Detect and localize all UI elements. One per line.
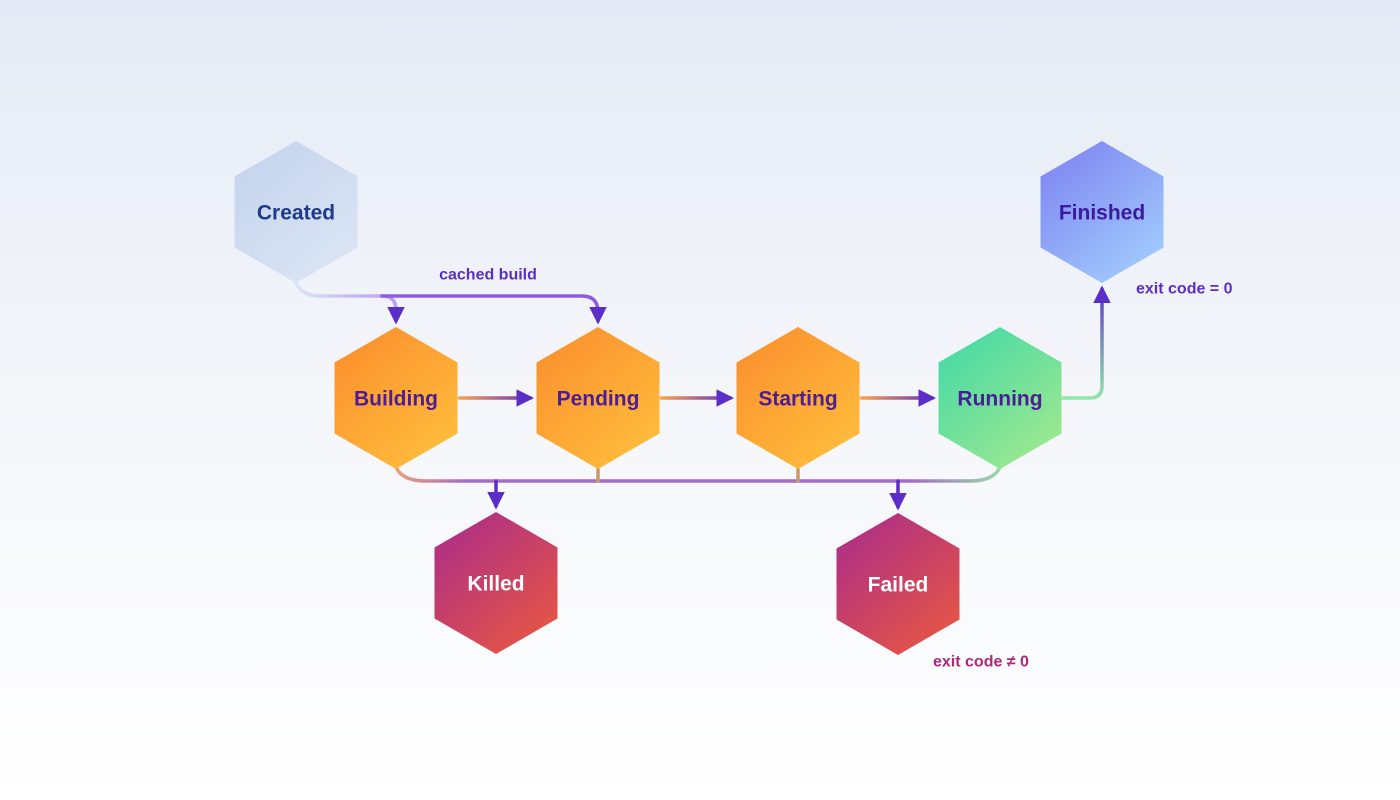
state-node-running: Running xyxy=(938,327,1062,469)
hexagon-shape xyxy=(836,513,960,655)
hexagon-shape xyxy=(736,327,860,469)
node-label-starting: Starting xyxy=(758,388,837,411)
node-label-building: Building xyxy=(354,388,438,411)
state-node-pending: Pending xyxy=(536,327,660,469)
hexagon-shape xyxy=(536,327,660,469)
hexagon-shape xyxy=(334,327,458,469)
fail-bus xyxy=(394,465,1002,483)
node-label-running: Running xyxy=(957,388,1042,411)
state-node-finished: Finished xyxy=(1040,141,1164,283)
state-node-created: Created xyxy=(234,141,358,283)
edge-label-exit-fail: exit code ≠ 0 xyxy=(933,654,1029,671)
node-label-pending: Pending xyxy=(557,388,640,411)
hexagon-shape xyxy=(938,327,1062,469)
state-node-failed: Failed xyxy=(836,513,960,655)
node-label-failed: Failed xyxy=(868,574,929,597)
edge-created-to-pending-cached xyxy=(380,294,607,325)
hexagon-shape xyxy=(434,512,558,654)
hexagon-shape xyxy=(234,141,358,283)
edge-created-to-building xyxy=(294,281,405,325)
edges-layer xyxy=(294,281,1111,511)
state-node-starting: Starting xyxy=(736,327,860,469)
node-label-killed: Killed xyxy=(467,573,524,596)
node-label-created: Created xyxy=(257,202,335,225)
state-node-killed: Killed xyxy=(434,512,558,654)
edge-label-exit-ok: exit code = 0 xyxy=(1136,281,1233,298)
edge-label-cached-build: cached build xyxy=(439,267,537,284)
hexagon-shape xyxy=(1040,141,1164,283)
edge-labels-layer: cached build exit code = 0 exit code ≠ 0 xyxy=(439,267,1232,671)
edge-running-to-finished xyxy=(1059,285,1111,400)
state-node-building: Building xyxy=(334,327,458,469)
node-label-finished: Finished xyxy=(1059,202,1145,225)
